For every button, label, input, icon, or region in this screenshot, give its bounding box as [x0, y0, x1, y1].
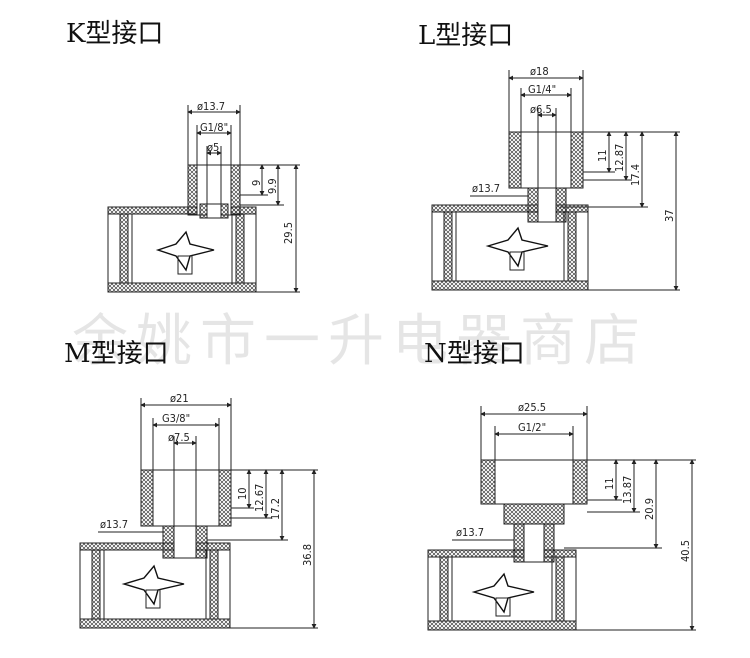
dim-n-outer-dia: ø25.5	[518, 401, 546, 414]
dim-l-socket-depth: 12.87	[613, 144, 626, 172]
panel-title-k: K型接口	[66, 19, 163, 49]
panel-title-l: L型接口	[418, 21, 513, 51]
dim-l-bore: ø6.5	[530, 103, 552, 116]
dim-l-total-height: 37	[663, 209, 676, 222]
dim-m-thread: G3/8"	[162, 412, 190, 425]
dimension-lines-k: ø13.7 G1/8" ø5 9 9.9 29.5	[187, 100, 300, 293]
valve-body-k	[107, 164, 257, 293]
dim-m-socket-depth: 12.67	[253, 484, 266, 512]
dim-l-neck-dia: ø13.7	[472, 182, 500, 195]
valve-body-l	[431, 131, 589, 291]
watermark-text: 余姚市一升电器商店	[72, 309, 648, 374]
dim-n-thread-depth: 11	[603, 477, 616, 490]
dim-n-socket-depth: 13.87	[621, 476, 634, 504]
panel-l: L型接口	[418, 21, 680, 291]
dim-k-thread-depth: 9	[250, 180, 263, 186]
valve-body-n	[427, 459, 588, 631]
dim-m-outer-dia: ø21	[170, 392, 189, 405]
dim-m-neck-height: 17.2	[269, 498, 282, 520]
dim-k-thread: G1/8"	[200, 121, 228, 134]
dim-n-neck-dia: ø13.7	[456, 526, 484, 539]
dim-m-total-height: 36.8	[301, 544, 314, 566]
dim-n-thread: G1/2"	[518, 421, 546, 434]
dim-k-outer-dia: ø13.7	[197, 100, 225, 113]
dimension-lines-n: ø25.5 G1/2" ø13.7 11 13.87 20.9 40.5	[452, 401, 696, 631]
dim-m-neck-dia: ø13.7	[100, 518, 128, 531]
panel-k: K型接口	[66, 19, 300, 293]
panel-m: M型接口	[64, 339, 318, 629]
panel-title-m: M型接口	[64, 339, 169, 369]
dim-l-thread: G1/4"	[528, 83, 556, 96]
dim-k-bore: ø5	[207, 141, 219, 154]
dim-k-total-height: 29.5	[282, 222, 295, 244]
dim-m-bore: ø7.5	[168, 431, 190, 444]
panel-title-n: N型接口	[424, 339, 525, 369]
valve-body-m	[79, 469, 232, 629]
dim-m-thread-depth: 10	[236, 487, 249, 500]
dim-l-neck-height: 17.4	[629, 164, 642, 186]
dim-l-thread-depth: 11	[596, 149, 609, 162]
panel-n: N型接口	[424, 339, 696, 631]
dimension-lines-l: ø18 G1/4" ø6.5 ø13.7 11 12.87 17.4 37	[470, 65, 680, 291]
dim-n-neck-height: 20.9	[643, 498, 656, 520]
dim-n-total-height: 40.5	[679, 540, 692, 562]
dim-k-socket-depth: 9.9	[266, 178, 279, 194]
dim-l-outer-dia: ø18	[530, 65, 549, 78]
dimension-lines-m: ø21 G3/8" ø7.5 ø13.7 10 12.67 17.2 36.8	[98, 392, 318, 629]
